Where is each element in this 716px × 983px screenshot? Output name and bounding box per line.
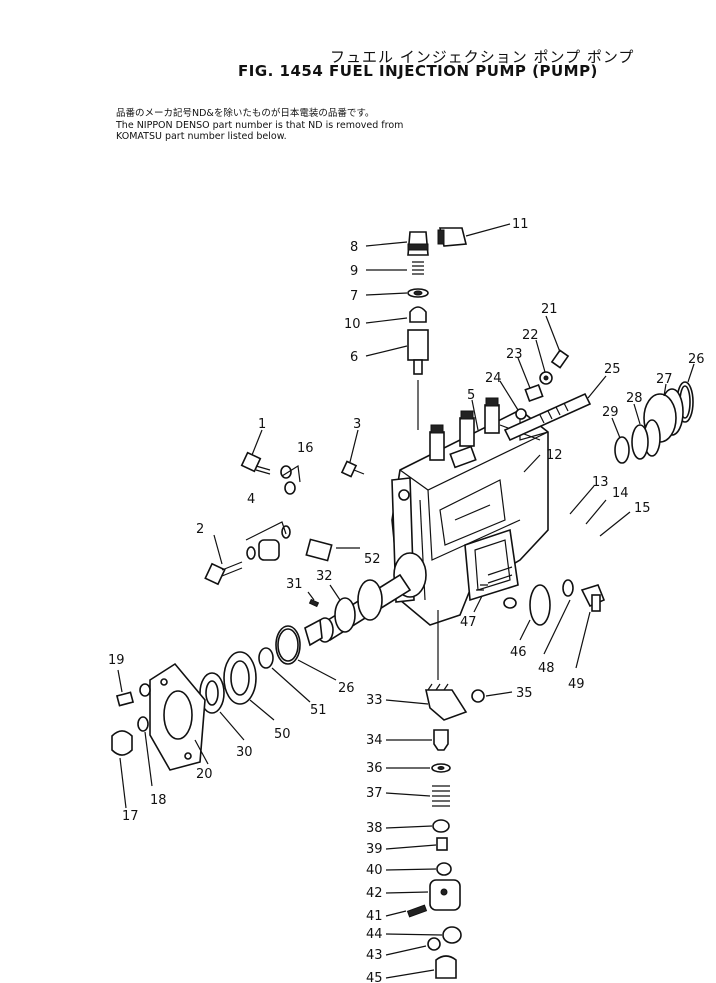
- bearing-parts-lower: [199, 625, 301, 714]
- callout-45: 45: [366, 971, 383, 983]
- callout-6: 6: [350, 350, 358, 365]
- callout-35: 35: [516, 686, 533, 701]
- callout-17: 17: [122, 809, 139, 824]
- callout-27: 27: [656, 372, 673, 387]
- callout-2: 2: [196, 522, 204, 537]
- screw-parts-right: [476, 566, 606, 626]
- callout-38: 38: [366, 821, 383, 836]
- callout-49: 49: [568, 677, 585, 692]
- callout-34: 34: [366, 733, 383, 748]
- note-english-line-1: The NIPPON DENSO part number is that ND …: [116, 120, 404, 131]
- callout-21: 21: [541, 302, 558, 317]
- callout-30: 30: [236, 745, 253, 760]
- note-japanese: 品番のメーカ記号ND&を除いたものが日本電装の品番です。: [116, 108, 375, 119]
- callout-labels: 8 9 7 10 6 11 1 16 3 5 21 22 23 24 25 26…: [108, 217, 705, 983]
- screw-parts-left: [204, 521, 333, 586]
- callout-10: 10: [344, 317, 361, 332]
- callout-24: 24: [485, 371, 502, 386]
- callout-23: 23: [506, 347, 523, 362]
- flange-20: [111, 662, 206, 771]
- callout-4: 4: [247, 492, 255, 507]
- callout-37: 37: [366, 786, 383, 801]
- callout-44: 44: [366, 927, 383, 942]
- callout-42: 42: [366, 886, 383, 901]
- camshaft-32: [304, 573, 412, 647]
- linkage-parts: [503, 349, 592, 442]
- callout-14: 14: [612, 486, 629, 501]
- lower-parts-stack: [406, 610, 485, 979]
- callout-1: 1: [258, 417, 266, 432]
- callout-20: 20: [196, 767, 213, 782]
- screw-parts-upper-left: [240, 451, 365, 495]
- callout-31: 31: [286, 577, 303, 592]
- callout-28: 28: [626, 391, 643, 406]
- callout-18: 18: [150, 793, 167, 808]
- callout-11: 11: [512, 217, 529, 232]
- callout-16: 16: [297, 441, 314, 456]
- key-31: [308, 598, 320, 608]
- callout-26-right: 26: [688, 352, 705, 367]
- callout-40: 40: [366, 863, 383, 878]
- callout-43: 43: [366, 948, 383, 963]
- callout-8: 8: [350, 240, 358, 255]
- callout-36: 36: [366, 761, 383, 776]
- callout-52: 52: [364, 552, 381, 567]
- callout-13: 13: [592, 475, 609, 490]
- callout-50: 50: [274, 727, 291, 742]
- callout-29: 29: [602, 405, 619, 420]
- callout-3: 3: [353, 417, 361, 432]
- callout-7: 7: [350, 289, 358, 304]
- delivery-valve-stack: [407, 231, 429, 430]
- callout-47: 47: [460, 615, 477, 630]
- callout-5: 5: [467, 388, 475, 403]
- figure-title-japanese: フュエル インジェクション ポンプ ポンプ: [330, 48, 635, 66]
- callout-26-lower: 26: [338, 681, 355, 696]
- callout-32: 32: [316, 569, 333, 584]
- callout-19: 19: [108, 653, 125, 668]
- leader-lines: [117, 223, 695, 979]
- callout-51: 51: [310, 703, 327, 718]
- callout-48: 48: [538, 661, 555, 676]
- callout-12: 12: [546, 448, 563, 463]
- callout-46: 46: [510, 645, 527, 660]
- callout-22: 22: [522, 328, 539, 343]
- callout-33: 33: [366, 693, 383, 708]
- figure-title: FIG. 1454 FUEL INJECTION PUMP (PUMP): [238, 62, 598, 80]
- callout-41: 41: [366, 909, 383, 924]
- callout-15: 15: [634, 501, 651, 516]
- callout-25: 25: [604, 362, 621, 377]
- callout-39: 39: [366, 842, 383, 857]
- callout-9: 9: [350, 264, 358, 279]
- pump-housing: [391, 397, 549, 626]
- note-english-line-2: KOMATSU part number listed below.: [116, 131, 287, 142]
- bearing-parts-right: [614, 381, 694, 464]
